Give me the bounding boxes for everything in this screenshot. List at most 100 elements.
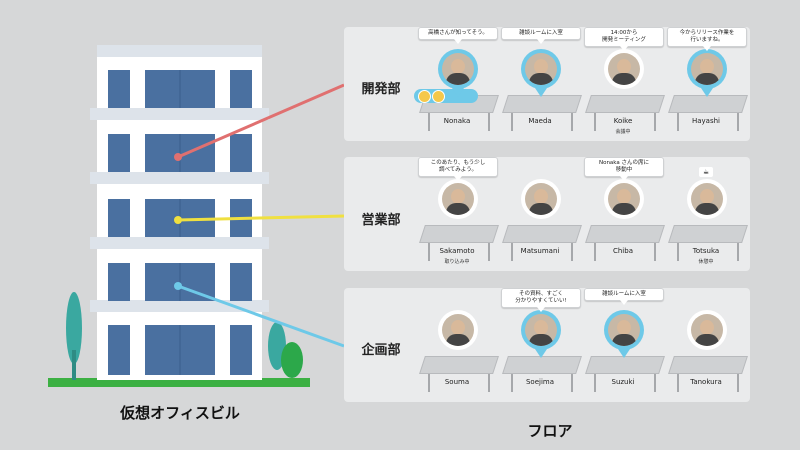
ground — [48, 378, 310, 387]
avatar-photo — [442, 183, 474, 215]
desk — [502, 225, 582, 243]
avatar[interactable] — [687, 49, 727, 97]
floor-caption: フロア — [527, 422, 573, 440]
member-name: Suzuki — [611, 378, 635, 386]
avatar-head — [451, 189, 465, 204]
member-name: Maeda — [528, 117, 552, 125]
avatar-body — [529, 73, 553, 85]
link-line-dev — [177, 83, 345, 159]
avatar-head — [534, 320, 548, 335]
avatar-photo — [691, 53, 723, 85]
mini-avatar — [432, 90, 445, 103]
member-name: Tanokura — [690, 378, 722, 386]
department-label: 企画部 — [361, 343, 401, 358]
avatar[interactable] — [604, 49, 644, 89]
avatar[interactable] — [438, 310, 478, 350]
avatar[interactable] — [687, 310, 727, 350]
avatar-body — [446, 334, 470, 346]
seat-sakamoto[interactable]: このあたり、もう少し 調べてみよう。 Sakamoto 取り込み中 — [414, 157, 500, 273]
desk — [419, 356, 499, 374]
avatar-body — [695, 203, 719, 215]
avatar-head — [700, 320, 714, 335]
avatar-head — [700, 189, 714, 204]
member-name: Sakamoto — [439, 247, 475, 255]
tree-left — [66, 292, 82, 364]
desk — [668, 225, 748, 243]
seat-nonaka[interactable]: 高橋さんが知ってそう。Nonaka — [414, 27, 500, 143]
avatar-body — [695, 73, 719, 85]
avatar-photo — [525, 183, 557, 215]
speech-bubble: このあたり、もう少し 調べてみよう。 — [418, 157, 498, 181]
desk-leg — [654, 243, 656, 261]
member-name: Chiba — [612, 247, 633, 255]
speech-bubble: Nonaka さんの席に 移動中 — [584, 157, 664, 181]
desk — [585, 356, 665, 374]
desk-leg — [571, 243, 573, 261]
desk-leg — [737, 243, 739, 261]
desk-leg — [428, 374, 430, 392]
desk — [585, 225, 665, 243]
seat-matsumani[interactable]: Matsumani — [497, 163, 583, 273]
avatar[interactable] — [521, 179, 561, 219]
desk-leg — [511, 243, 513, 261]
avatar-photo — [608, 183, 640, 215]
desk — [668, 356, 748, 374]
desk-leg — [737, 374, 739, 392]
speech-bubble: 雑談ルームに入室 — [501, 27, 581, 44]
seat-chiba[interactable]: Nonaka さんの席に 移動中 Chiba — [580, 157, 666, 273]
avatar-head — [617, 189, 631, 204]
avatar[interactable] — [604, 310, 644, 358]
seat-hayashi[interactable]: 今からリリース作業を 行いますね。Hayashi — [663, 27, 749, 143]
desk — [668, 95, 748, 113]
avatar-head — [700, 59, 714, 74]
member-status: 取り込み中 — [444, 259, 470, 265]
avatar-photo — [442, 53, 474, 85]
avatar-head — [617, 320, 631, 335]
desk — [419, 225, 499, 243]
avatar-head — [451, 59, 465, 74]
link-line-planning — [177, 284, 345, 348]
member-name: Soejima — [525, 378, 555, 386]
desk-leg — [654, 113, 656, 131]
desk — [502, 95, 582, 113]
avatar-photo — [525, 314, 557, 346]
seat-souma[interactable]: Souma — [414, 294, 500, 404]
avatar-body — [529, 203, 553, 215]
seat-maeda[interactable]: 雑談ルームに入室 Maeda — [497, 27, 583, 143]
avatar[interactable] — [521, 310, 561, 358]
desk-leg — [488, 243, 490, 261]
avatar[interactable] — [438, 49, 478, 97]
speech-bubble: 今からリリース作業を 行いますね。 — [667, 27, 747, 51]
desk-leg — [488, 374, 490, 392]
avatar-photo — [608, 314, 640, 346]
avatar-body — [612, 73, 636, 85]
desk-leg — [488, 113, 490, 131]
avatar[interactable] — [438, 179, 478, 219]
desk-leg — [677, 374, 679, 392]
avatar-head — [534, 189, 548, 204]
desk-leg — [594, 374, 596, 392]
speech-bubble: 14:00から 開発ミーティング — [584, 27, 664, 51]
desk-leg — [737, 113, 739, 131]
avatar[interactable] — [604, 179, 644, 219]
desk-leg — [654, 374, 656, 392]
avatar-photo — [691, 183, 723, 215]
avatar-photo — [525, 53, 557, 85]
link-line-sales — [177, 214, 345, 222]
avatar-body — [446, 73, 470, 85]
member-status: 会議中 — [615, 129, 631, 135]
speech-bubble: その資料、すごく 分かりやすくていい! — [501, 288, 581, 312]
avatar[interactable] — [687, 179, 727, 219]
desk-leg — [428, 113, 430, 131]
seat-tanokura[interactable]: Tanokura — [663, 294, 749, 404]
member-name: Matsumani — [520, 247, 560, 255]
desk-leg — [571, 374, 573, 392]
desk-leg — [677, 243, 679, 261]
seat-soejima[interactable]: その資料、すごく 分かりやすくていい! Soejima — [497, 288, 583, 404]
avatar[interactable] — [521, 49, 561, 97]
desk — [502, 356, 582, 374]
member-status: 休憩中 — [698, 259, 714, 265]
